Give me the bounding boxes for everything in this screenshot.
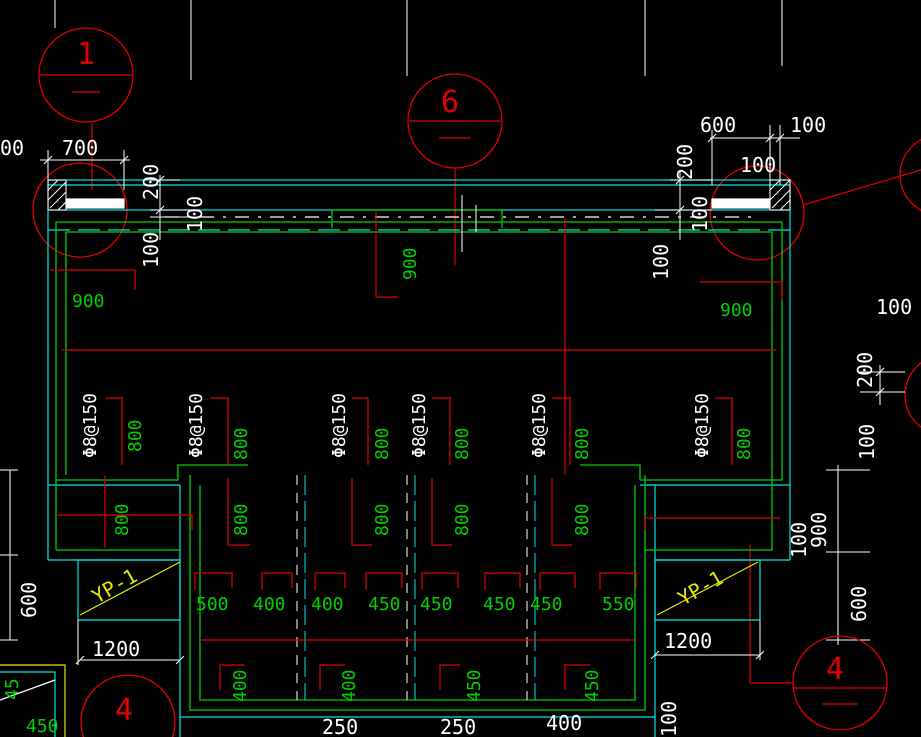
- rebar-label: Φ8@150: [529, 393, 550, 458]
- g800-row1: 800: [452, 427, 473, 460]
- dimension-lines: [40, 125, 905, 665]
- span-label: 400: [253, 594, 286, 615]
- lower-left-detail: [0, 664, 66, 737]
- dim-100-right-edge: 100: [787, 522, 811, 558]
- axis-marker-4-left: 4: [80, 674, 176, 737]
- span-label: 450: [483, 594, 516, 615]
- rebar-label: Φ8@150: [80, 393, 101, 458]
- span-label: 450: [420, 594, 453, 615]
- axis-label-4-left: 4: [115, 693, 133, 728]
- dim-100-top: 100: [790, 113, 826, 137]
- dim-200-far: 200: [853, 352, 877, 388]
- dim-100-right-c: 100: [649, 244, 673, 280]
- detail-circle-far-right: [899, 139, 921, 428]
- g800-row2: 800: [372, 503, 393, 536]
- bottom-label: 400: [230, 669, 251, 702]
- span-label: 550: [602, 594, 635, 615]
- hatch-left: [47, 179, 67, 211]
- beam-end-right: [711, 198, 771, 209]
- detail-circle-right: [709, 165, 921, 261]
- dim-1200-right: 1200: [664, 629, 712, 653]
- g800-row1: 800: [572, 427, 593, 460]
- dim-700: 700: [62, 136, 98, 160]
- extension-lines: [0, 0, 870, 645]
- beam-end-left: [65, 198, 125, 209]
- yp-marker-left: YP-1: [77, 559, 181, 621]
- axis-marker-1: 1: [38, 27, 134, 190]
- dim-100-left-b: 100: [139, 232, 163, 268]
- bottom-label: 450: [582, 669, 603, 702]
- green-outline: [55, 209, 783, 711]
- g800-row1: 800: [734, 427, 755, 460]
- axis-marker-4-right: 4: [749, 545, 888, 731]
- span-label: 400: [311, 594, 344, 615]
- span-label: 450: [368, 594, 401, 615]
- dim-600-left: 600: [17, 582, 41, 618]
- span-label: 450: [530, 594, 563, 615]
- bottom-label: 400: [339, 669, 360, 702]
- left-small-label: 45: [2, 678, 23, 700]
- g900-left: 900: [72, 291, 105, 312]
- g800-row1: 800: [231, 427, 252, 460]
- span-label: 500: [196, 594, 229, 615]
- dim-200-right: 200: [673, 144, 697, 180]
- dim-600-far: 600: [847, 586, 871, 622]
- yp-label-left: YP-1: [88, 564, 142, 609]
- g900-right: 900: [720, 300, 753, 321]
- yp-label-right: YP-1: [674, 566, 728, 611]
- column-lines: [296, 195, 536, 700]
- rebar-label: Φ8@150: [186, 393, 207, 458]
- axis-label-1: 1: [77, 37, 95, 72]
- dimension-text: 00 700 200 100 100 600 100 200 100 100 1…: [0, 113, 912, 737]
- dim-250-b: 250: [440, 715, 476, 737]
- dim-200-left: 200: [139, 164, 163, 200]
- dim-600-top: 600: [700, 113, 736, 137]
- outline-walls: [47, 210, 791, 737]
- rebar-label: Φ8@150: [409, 393, 430, 458]
- g800-row1: 800: [372, 427, 393, 460]
- dim-left-00: 00: [0, 136, 24, 160]
- dim-100-right-a: 100: [740, 153, 776, 177]
- green-dimension-text: 900 900 900 800 800 800 800 800 800 800 …: [2, 247, 755, 737]
- rebar-spec-labels: Φ8@150 Φ8@150 Φ8@150 Φ8@150 Φ8@150 Φ8@15…: [80, 393, 713, 458]
- dim-1200-left: 1200: [92, 637, 140, 661]
- top-beam: [47, 179, 791, 231]
- dim-100-right-b: 100: [688, 196, 712, 232]
- dim-100-bottom: 100: [657, 701, 681, 737]
- axis-label-4-right: 4: [826, 652, 844, 687]
- g800-row2: 800: [231, 503, 252, 536]
- g900-center: 900: [400, 247, 421, 280]
- bottom-label: 450: [464, 669, 485, 702]
- axis-marker-6: 6: [407, 73, 503, 265]
- g800-row1: 800: [112, 503, 133, 536]
- dim-400: 400: [546, 711, 582, 735]
- dim-100-far2: 100: [855, 424, 879, 460]
- g800-row2: 800: [572, 503, 593, 536]
- dim-250-a: 250: [322, 715, 358, 737]
- dim-900-far: 900: [807, 512, 831, 548]
- g800-row1: 800: [125, 419, 146, 452]
- yp-marker-right: YP-1: [654, 559, 761, 621]
- dim-100-left-a: 100: [183, 196, 207, 232]
- dim-100-far: 100: [876, 295, 912, 319]
- rebar-label: Φ8@150: [692, 393, 713, 458]
- rebar-lines: [50, 212, 783, 690]
- axis-label-6: 6: [441, 85, 459, 120]
- rebar-label: Φ8@150: [329, 393, 350, 458]
- left-small-label: 450: [26, 716, 59, 737]
- g800-row2: 800: [452, 503, 473, 536]
